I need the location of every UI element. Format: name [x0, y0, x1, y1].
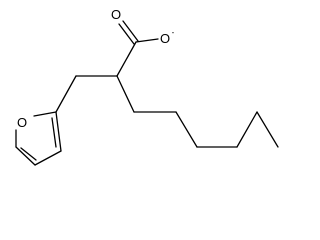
- bond-c3-c2: [55, 111, 62, 152]
- bond-chain-3: [175, 111, 198, 148]
- hexyl-chain: [116, 75, 279, 148]
- bond-chain-5: [236, 111, 258, 148]
- negative-charge-label: -: [172, 28, 175, 37]
- bond-c5-c4: [15, 146, 36, 166]
- skeletal-structure: O O - O: [15, 7, 279, 166]
- furan-ring: [15, 111, 62, 166]
- bond-chain-1: [116, 75, 135, 113]
- bond-c3-c2-inner: [51, 117, 57, 148]
- bond-c-o-double-2: [118, 23, 135, 45]
- bond-c-alpha: [116, 41, 137, 77]
- bond-chain-6: [256, 111, 279, 148]
- bond-c-o-double-1: [122, 20, 139, 42]
- bond-c-o-single: [135, 38, 159, 43]
- bond-c2-o1: [33, 111, 57, 117]
- bond-c5-c4-inner: [20, 147, 37, 161]
- ring-oxygen-label: O: [17, 115, 27, 130]
- carboxylate-group: [116, 20, 159, 77]
- bond-c4-c3: [34, 150, 62, 166]
- bond-ch2-furan: [55, 75, 77, 113]
- anionic-oxygen-label: O: [160, 31, 170, 46]
- methylene-bridge: [55, 75, 118, 113]
- carbonyl-oxygen-label: O: [111, 7, 121, 22]
